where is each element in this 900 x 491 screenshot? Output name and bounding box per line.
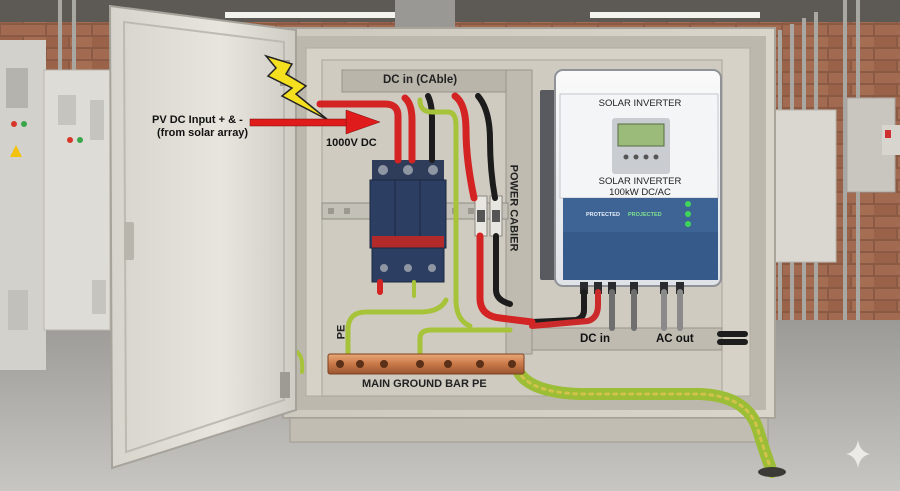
wall-box	[882, 125, 900, 155]
inverter-name: SOLAR INVERTER	[598, 176, 682, 187]
inverter-connectors	[580, 282, 684, 294]
inverter-rating: 100kW DC/AC	[609, 187, 671, 198]
main-ground-bar	[327, 353, 525, 375]
inverter-lcd	[617, 123, 665, 147]
wall-panel	[771, 109, 837, 263]
main-ground-bar-label: MAIN GROUND BAR PE	[362, 378, 487, 390]
red-arrow-icon	[249, 109, 381, 135]
inverter-title: SOLAR INVERTER	[598, 98, 682, 109]
door-handle	[124, 222, 134, 260]
inverter-status-right: PROJECTED	[628, 212, 662, 218]
pv-dc-cables	[316, 92, 536, 326]
inverter-status-left: PROTECTED	[586, 212, 620, 218]
floor-cable-entry	[758, 467, 786, 477]
pe-label: PE	[335, 324, 348, 340]
surge-protection-device	[369, 160, 447, 283]
inverter-cables	[529, 289, 748, 345]
dc-in-cable-label: DC in (CAble)	[383, 74, 458, 86]
sparkle-icon	[846, 440, 870, 468]
inverter-status-band	[563, 198, 718, 232]
dc-in-label: DC in	[580, 333, 611, 345]
cabinet-plinth	[289, 417, 769, 443]
solar-inverter	[540, 69, 722, 294]
switchgear-left	[0, 40, 111, 370]
inverter-buttons	[623, 154, 659, 160]
pv-input-label-line2: (from solar array)	[157, 127, 249, 139]
voltage-label: 1000V DC	[326, 137, 377, 149]
ceiling-light	[225, 12, 395, 18]
warning-icon	[10, 145, 22, 157]
ac-out-label: AC out	[656, 333, 694, 345]
ceiling-light	[590, 12, 760, 18]
power-cabinet-label: POWER CABIER	[507, 164, 520, 252]
pv-input-label-line1: PV DC Input + & -	[152, 114, 243, 126]
door-hinge	[280, 372, 290, 398]
fuse-holders	[474, 195, 503, 237]
